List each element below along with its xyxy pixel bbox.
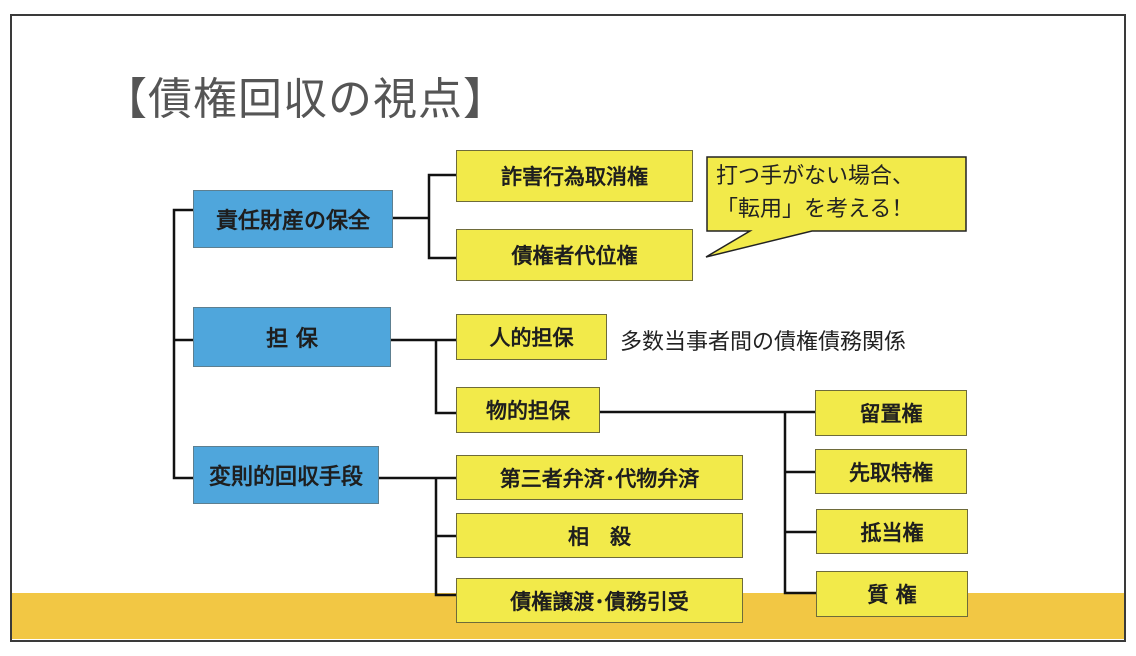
connector-trunk — [172, 208, 193, 480]
callout-text: 打つ手がない場合、 「転用」を考える！ — [716, 160, 914, 226]
item-personal-security: 人的担保 — [456, 314, 607, 360]
item-assignment-assumption: 債権譲渡･債務引受 — [456, 578, 743, 623]
category-security: 担 保 — [193, 307, 391, 367]
callout-line-2: 「転用」を考える！ — [716, 197, 914, 222]
item-statutory-lien: 先取特権 — [815, 449, 967, 494]
slide-title: 【債権回収の視点】 — [103, 74, 508, 125]
item-real-security: 物的担保 — [456, 387, 600, 433]
connector-preservation-fork — [427, 173, 456, 260]
callout-bubble — [705, 156, 967, 258]
connector-real-security-fork — [783, 412, 816, 595]
connector-security-fork — [434, 340, 456, 415]
category-irregular-recovery: 変則的回収手段 — [193, 446, 379, 504]
connector-irregular-fork — [434, 478, 456, 597]
item-set-off: 相 殺 — [456, 513, 743, 558]
item-third-party-payment: 第三者弁済･代物弁済 — [456, 455, 743, 500]
category-preservation: 責任財産の保全 — [193, 190, 393, 248]
item-subrogation-right: 債権者代位権 — [456, 229, 693, 281]
item-retention-right: 留置権 — [815, 390, 967, 436]
item-pledge: 質 権 — [816, 571, 968, 617]
callout-line-1: 打つ手がない場合、 — [716, 164, 915, 189]
item-mortgage: 抵当権 — [816, 509, 968, 554]
item-fraudulent-act-revocation: 詐害行為取消権 — [456, 150, 693, 202]
personal-security-note: 多数当事者間の債権債務関係 — [620, 330, 907, 355]
